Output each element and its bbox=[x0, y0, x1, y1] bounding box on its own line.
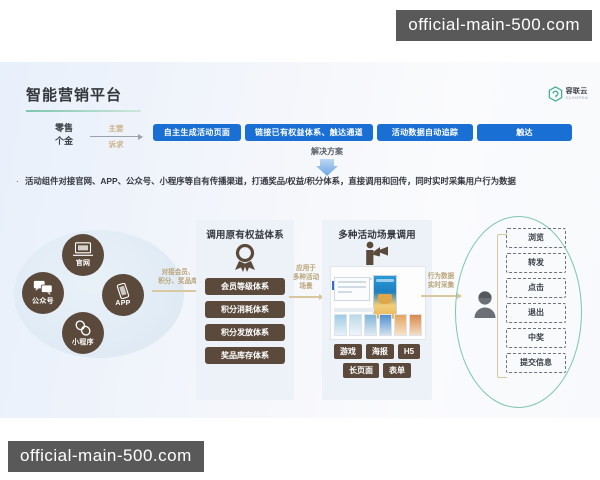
scene-tag-poster[interactable]: 海报 bbox=[365, 344, 394, 359]
behavior-brace bbox=[497, 234, 507, 378]
rights-item-member-level[interactable]: 会员等级体系 bbox=[205, 278, 285, 295]
mockup-illustration bbox=[378, 294, 392, 304]
flow-pill-auto-tracking[interactable]: 活动数据自动追踪 bbox=[377, 124, 473, 141]
logo-text-en: CLOOPEN bbox=[565, 95, 588, 100]
scene-tag-row-1: 游戏 海报 H5 bbox=[328, 344, 426, 359]
source-label-line2: 个金 bbox=[54, 136, 73, 146]
scene-tag-longpage[interactable]: 长页面 bbox=[343, 363, 379, 378]
connector-activity-scene: 应用于 多种活动 场景 bbox=[288, 264, 324, 299]
mockup-progress-bar bbox=[334, 308, 374, 312]
mockup-phone-preview bbox=[373, 275, 397, 319]
mockup-form-card bbox=[334, 277, 370, 301]
channel-label: APP bbox=[115, 300, 131, 307]
chevron-down-icon bbox=[316, 159, 338, 176]
connector-label-line2: 实时采集 bbox=[427, 282, 455, 289]
behavior-cluster bbox=[455, 216, 582, 408]
logo-text-cn: 容联云 bbox=[565, 88, 588, 95]
mockup-banner bbox=[376, 279, 394, 282]
demand-arrow-label-bottom: 诉求 bbox=[108, 140, 124, 149]
behavior-item-forward[interactable]: 转发 bbox=[506, 253, 566, 273]
title-underline bbox=[26, 110, 141, 112]
behavior-item-exit[interactable]: 退出 bbox=[506, 303, 566, 323]
slide-canvas: 智能营销平台 容联云 CLOOPEN 零售 个金 主要 诉求 自主生成活动页面 … bbox=[0, 62, 600, 418]
flow-row: 零售 个金 主要 诉求 自主生成活动页面 链接已有权益体系、触达通道 活动数据自… bbox=[26, 122, 582, 151]
behavior-item-submit[interactable]: 提交信息 bbox=[506, 353, 566, 373]
connector-label-line1: 应用于 bbox=[296, 265, 316, 272]
connector-arrow bbox=[289, 294, 324, 299]
connector-label-line1: 对接会员、 bbox=[161, 269, 195, 276]
bullet-dot: · bbox=[16, 176, 19, 186]
behavior-item-win[interactable]: 中奖 bbox=[506, 328, 566, 348]
logo-text: 容联云 CLOOPEN bbox=[566, 88, 588, 100]
rights-item-points-issue[interactable]: 积分发放体系 bbox=[205, 324, 285, 341]
smartphone-icon bbox=[116, 283, 130, 299]
scene-tag-row-2: 长页面 表单 bbox=[328, 363, 426, 378]
megaphone-icon bbox=[366, 241, 388, 265]
scene-tag-group: 游戏 海报 H5 长页面 表单 bbox=[328, 344, 426, 382]
channel-node-miniprogram[interactable]: 小程序 bbox=[62, 312, 104, 354]
channel-label: 官网 bbox=[75, 260, 91, 267]
architecture-diagram: 官网 公众号 APP 小程 bbox=[0, 212, 600, 412]
channel-node-official-account[interactable]: 公众号 bbox=[22, 272, 64, 314]
mockup-template-strip bbox=[334, 314, 422, 336]
connector-label-line2: 积分、奖品库 bbox=[158, 278, 198, 285]
hexagon-logo-icon bbox=[548, 86, 562, 102]
channel-node-app[interactable]: APP bbox=[102, 274, 144, 316]
medal-icon bbox=[235, 244, 255, 272]
behavior-list: 浏览 转发 点击 退出 中奖 提交信息 bbox=[506, 228, 566, 378]
channel-label: 小程序 bbox=[72, 338, 94, 346]
connector-label-line3: 场景 bbox=[299, 283, 313, 290]
bullet-paragraph: · 活动组件对接官网、APP、公众号、小程序等自有传播渠道，打通奖品/权益/积分… bbox=[16, 175, 572, 188]
demand-arrow-label-top: 主要 bbox=[108, 124, 124, 133]
scene-panel-title: 多种活动场景调用 bbox=[338, 230, 416, 241]
flow-pill-reach[interactable]: 触达 bbox=[477, 124, 572, 141]
link-chain-icon bbox=[75, 319, 91, 336]
channel-label: 公众号 bbox=[32, 298, 54, 305]
page-title: 智能营销平台 bbox=[26, 87, 123, 104]
rights-item-points-consume[interactable]: 积分消耗体系 bbox=[205, 301, 285, 318]
demand-arrow-line bbox=[90, 133, 143, 140]
solution-label: 解决方案 bbox=[311, 147, 343, 156]
chat-bubbles-icon bbox=[33, 280, 53, 295]
watermark-top: official-main-500.com bbox=[396, 10, 592, 41]
channel-node-website[interactable]: 官网 bbox=[62, 234, 104, 276]
demand-arrow: 主要 诉求 bbox=[88, 123, 144, 151]
activity-page-mockup bbox=[330, 266, 426, 340]
rights-system-panel: 调用原有权益体系 会员等级体系 积分消耗体系 积分发放体系 奖品库存体系 bbox=[196, 220, 294, 400]
scene-tag-h5[interactable]: H5 bbox=[397, 344, 421, 359]
flow-pill-generate-page[interactable]: 自主生成活动页面 bbox=[153, 124, 241, 141]
connector-behavior-data: 行为数据 实时采集 bbox=[420, 272, 462, 298]
behavior-item-browse[interactable]: 浏览 bbox=[506, 228, 566, 248]
rights-item-prize-stock[interactable]: 奖品库存体系 bbox=[205, 347, 285, 364]
rights-panel-title: 调用原有权益体系 bbox=[206, 230, 284, 241]
connector-label-line2: 多种活动 bbox=[292, 274, 320, 281]
scene-tag-game[interactable]: 游戏 bbox=[333, 344, 362, 359]
user-avatar-icon bbox=[474, 291, 496, 318]
activity-scene-panel: 多种活动场景调用 bbox=[322, 220, 432, 400]
flow-pill-link-rights[interactable]: 链接已有权益体系、触达通道 bbox=[245, 124, 373, 141]
behavior-item-click[interactable]: 点击 bbox=[506, 278, 566, 298]
connector-label-line1: 行为数据 bbox=[427, 273, 455, 280]
scene-tag-form[interactable]: 表单 bbox=[383, 363, 411, 378]
watermark-bottom: official-main-500.com bbox=[8, 441, 204, 472]
source-label: 零售 个金 bbox=[48, 122, 80, 148]
laptop-icon bbox=[73, 242, 93, 256]
source-label-line1: 零售 bbox=[54, 123, 73, 133]
bullet-text: 活动组件对接官网、APP、公众号、小程序等自有传播渠道，打通奖品/权益/积分体系… bbox=[25, 176, 516, 186]
brand-logo: 容联云 CLOOPEN bbox=[548, 86, 588, 102]
